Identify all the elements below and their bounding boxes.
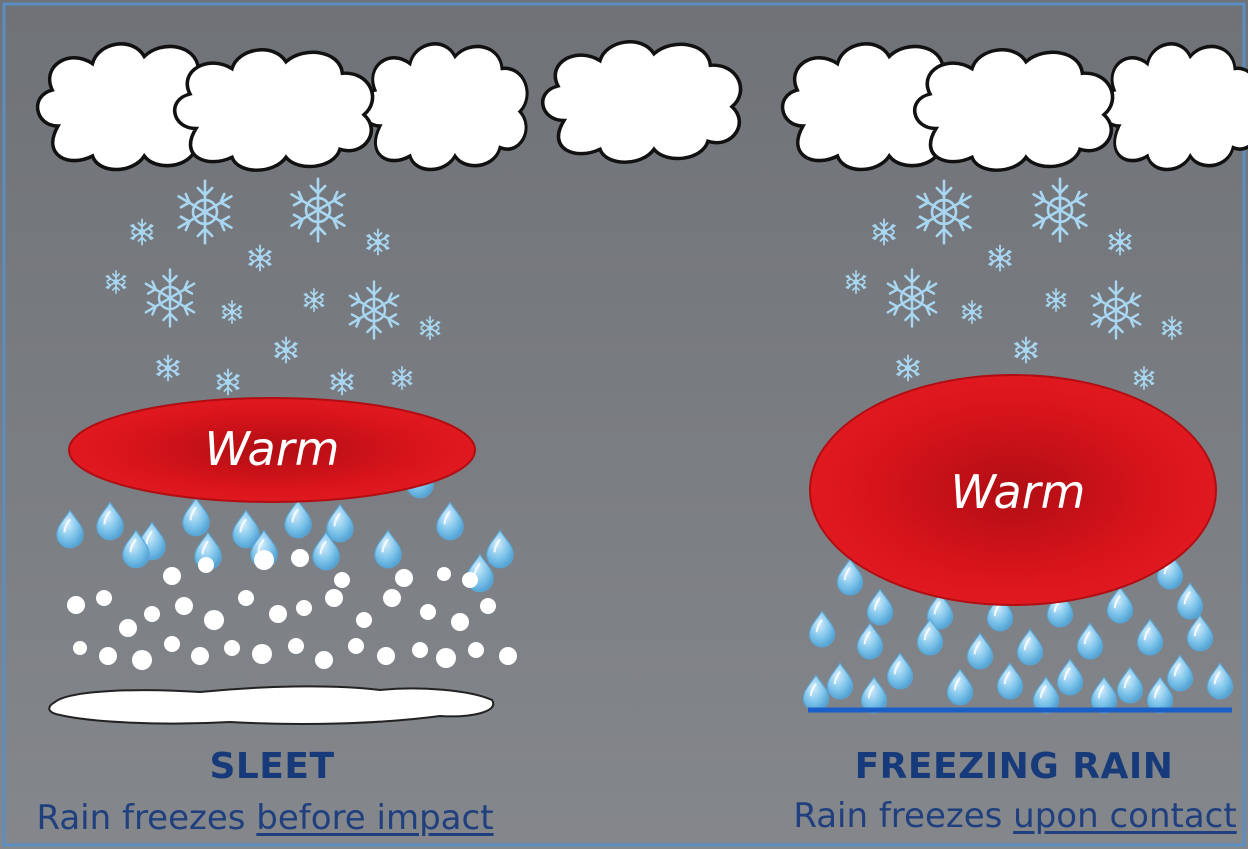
sleet-pellet — [132, 650, 152, 670]
ground-ice-patch — [48, 685, 495, 725]
freezing-rain-description-emphasis: upon contact — [1013, 796, 1237, 836]
sleet-pellet — [468, 642, 484, 658]
sleet-pellet — [356, 612, 372, 628]
sleet-title: SLEET — [209, 746, 335, 787]
sleet-pellet — [144, 606, 160, 622]
sleet-clouds — [35, 39, 743, 172]
freezing-rain-description: Rain freezes upon contact — [790, 796, 1240, 836]
freezing-rain-warm-layer — [809, 374, 1217, 606]
sleet-pellet — [73, 641, 87, 655]
sleet-description-emphasis: before impact — [256, 798, 494, 838]
freezing-rain-description-prefix: Rain freezes — [793, 796, 1014, 836]
sleet-pellet — [191, 647, 209, 665]
freezing-rain-warm-label: Warm — [950, 465, 1086, 519]
sleet-pellet — [291, 549, 309, 567]
sleet-pellet — [395, 569, 413, 587]
sleet-description: Rain freezes before impact — [30, 798, 500, 838]
sleet-pellet — [462, 572, 478, 588]
sleet-pellet — [288, 638, 304, 654]
sleet-pellet — [99, 647, 117, 665]
freezing-rain-clouds — [780, 42, 1248, 172]
freezing-rain-title: FREEZING RAIN — [854, 746, 1174, 787]
sleet-pellet — [238, 590, 254, 606]
sleet-pellet — [119, 619, 137, 637]
sleet-pellet — [334, 572, 350, 588]
sleet-pellet — [296, 600, 312, 616]
sleet-pellet — [437, 567, 451, 581]
sleet-pellet — [499, 647, 517, 665]
sleet-pellet — [420, 604, 436, 620]
sleet-warm-label: Warm — [204, 422, 340, 476]
sleet-pellet — [315, 651, 333, 669]
sleet-pellet — [377, 647, 395, 665]
sleet-pellet — [254, 550, 274, 570]
sleet-pellet — [325, 589, 343, 607]
sleet-pellet — [96, 590, 112, 606]
sleet-pellet — [67, 596, 85, 614]
sleet-pellet — [480, 598, 496, 614]
sleet-pellet — [348, 638, 364, 654]
sleet-pellet — [436, 648, 456, 668]
sleet-pellet — [163, 567, 181, 585]
sleet-pellets — [67, 549, 517, 670]
sleet-pellet — [269, 605, 287, 623]
sleet-pellet — [412, 642, 428, 658]
sleet-pellet — [451, 613, 469, 631]
sleet-pellet — [175, 597, 193, 615]
sleet-pellet — [252, 644, 272, 664]
sleet-warm-layer — [68, 397, 476, 503]
sleet-pellet — [164, 636, 180, 652]
sleet-description-prefix: Rain freezes — [36, 798, 257, 838]
sleet-pellet — [383, 589, 401, 607]
sleet-pellet — [224, 640, 240, 656]
sleet-pellet — [198, 557, 214, 573]
sleet-pellet — [204, 610, 224, 630]
